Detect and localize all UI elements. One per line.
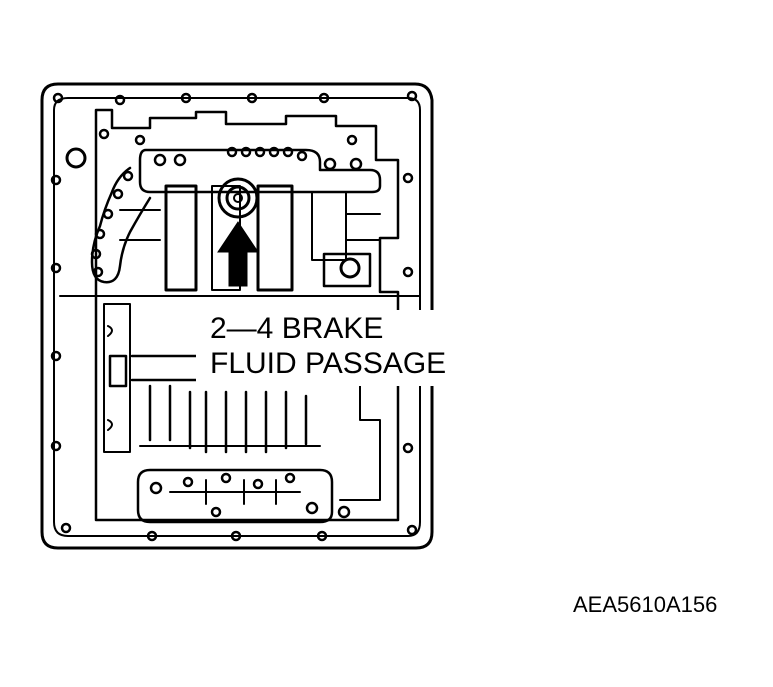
- port-hole: [240, 146, 252, 158]
- chain-hole: [102, 208, 114, 220]
- port-hole: [210, 506, 222, 518]
- bolt-hole: [146, 530, 158, 542]
- right-boss-block: [322, 252, 372, 288]
- figure-code: AEA5610A156: [573, 592, 718, 617]
- bolt-hole: [406, 90, 418, 102]
- port-hole: [254, 146, 266, 158]
- bolt-hole: [50, 350, 62, 362]
- lower-left-rail: [130, 354, 200, 382]
- left-plug: [108, 354, 128, 388]
- chain-hole: [94, 228, 106, 240]
- bottom-port-channel: [169, 479, 301, 505]
- chain-hole: [122, 170, 134, 182]
- right-lower-frame: [321, 379, 381, 501]
- slot-right: [311, 191, 347, 261]
- port-hole: [153, 153, 167, 167]
- outer-gasket-outline: [40, 82, 434, 550]
- port-hole: [226, 146, 238, 158]
- left-recess: [103, 303, 131, 453]
- left-notches: [107, 325, 113, 431]
- bolt-hole: [402, 266, 414, 278]
- brake-fluid-passage: [217, 177, 259, 287]
- port-hole: [220, 472, 232, 484]
- port-hole: [268, 146, 280, 158]
- bottom-port-plate: [136, 468, 334, 524]
- bolt-hole: [246, 92, 258, 104]
- port-hole: [149, 481, 163, 495]
- port-hole: [284, 472, 296, 484]
- port-hole: [182, 476, 194, 488]
- bolt-hole: [52, 92, 64, 104]
- slot-mid-left: [211, 185, 241, 291]
- port-hole: [305, 501, 319, 515]
- port-hole: [346, 134, 358, 146]
- bolt-hole: [402, 442, 414, 454]
- bolt-hole: [406, 524, 418, 536]
- slot-mid-right: [256, 184, 294, 292]
- upper-port-plate: [138, 148, 382, 194]
- bolt-hole: [180, 92, 192, 104]
- callout-label-line1: 2—4 BRAKE: [210, 312, 384, 345]
- bolt-hole: [60, 522, 72, 534]
- port-hole: [282, 146, 294, 158]
- bolt-hole: [114, 94, 126, 106]
- bolt-hole: [50, 262, 62, 274]
- bolt-hole: [50, 440, 62, 452]
- slot-left: [164, 184, 198, 292]
- port-hole: [337, 505, 351, 519]
- fluid-passage-inner-ring: [225, 185, 251, 211]
- port-hole: [323, 157, 337, 171]
- callout-label-line2: FLUID PASSAGE: [210, 347, 447, 380]
- horizontal-band-upper: [119, 209, 381, 241]
- fluid-passage-outer-ring: [217, 177, 259, 219]
- bolt-hole: [316, 530, 328, 542]
- callout-background: [196, 310, 464, 386]
- valve-body-frame: [94, 108, 400, 522]
- bolt-hole: [402, 172, 414, 184]
- chain-hole: [90, 248, 102, 260]
- port-hole: [349, 157, 363, 171]
- chain-hole: [92, 266, 104, 278]
- bolt-hole: [230, 530, 242, 542]
- port-hole: [296, 150, 308, 162]
- port-hole: [134, 134, 146, 146]
- fluid-passage-arrow-icon: [217, 221, 259, 287]
- bolt-hole: [50, 174, 62, 186]
- fluid-passage-center: [233, 193, 243, 203]
- chain-hole: [112, 188, 124, 200]
- port-hole: [173, 153, 187, 167]
- right-boss-hole: [339, 257, 361, 279]
- lower-slots: [148, 384, 308, 454]
- port-hole: [252, 478, 264, 490]
- port-hole: [98, 128, 110, 140]
- large-bolt-hole: [65, 147, 87, 169]
- bolt-hole: [318, 92, 330, 104]
- inner-gasket-outline: [53, 97, 421, 537]
